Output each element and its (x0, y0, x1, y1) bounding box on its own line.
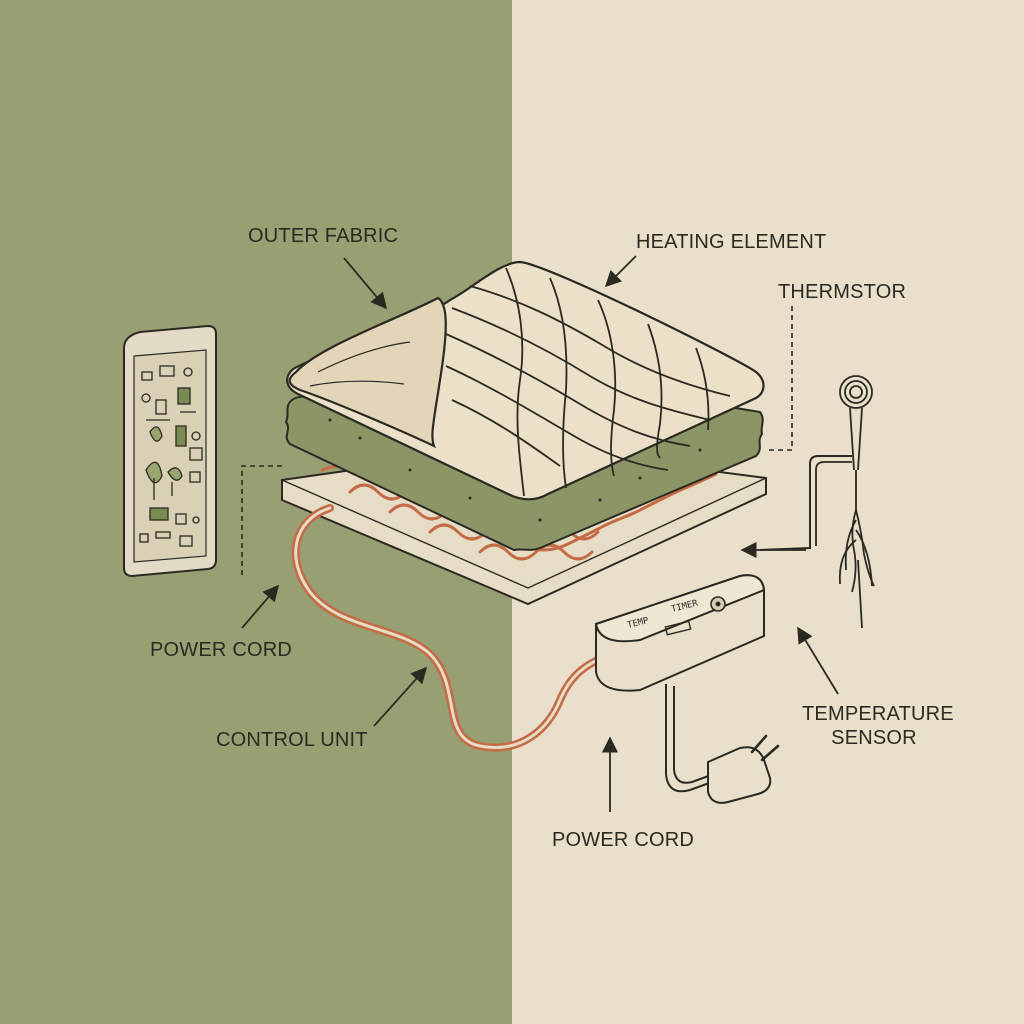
outer-fabric-layer (286, 260, 765, 501)
plug-cable (665, 684, 715, 793)
label-outer-fabric: OUTER FABRIC (248, 225, 399, 247)
label-power-cord-left: POWER CORD (150, 639, 292, 661)
circuit-board-panel-icon (123, 324, 217, 578)
label-control-unit: CONTROL UNIT (216, 729, 368, 751)
label-power-cord-bottom: POWER CORD (552, 829, 694, 851)
label-heating-element: HEATING ELEMENT (636, 231, 827, 253)
thermistor-probe-icon (759, 375, 875, 629)
pointer-arrows (241, 255, 839, 812)
plug-icon (707, 734, 780, 804)
dashed-leader-lines (241, 306, 793, 578)
label-temperature-sensor: TEMPERATURE SENSOR (802, 703, 954, 749)
power-cord-cable (291, 504, 614, 752)
control-unit-box: TEMP TIMER (594, 574, 766, 692)
label-thermistor: THERMSTOR (778, 281, 907, 303)
